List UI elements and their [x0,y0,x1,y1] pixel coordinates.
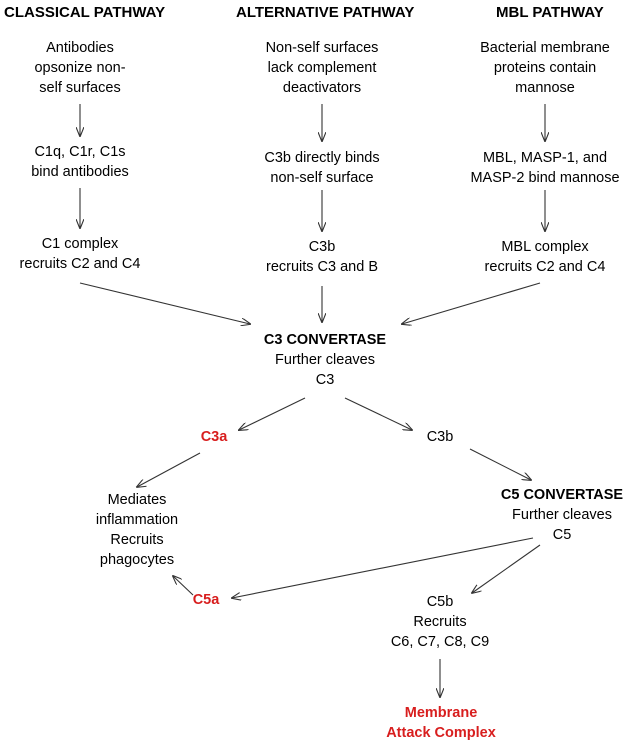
arrow-mbl-to-c3-convertase [402,282,541,324]
c3-convertase-line-1: Further cleaves [275,352,375,368]
mbl-step-2-line-2: MASP-2 bind mannose [470,170,620,186]
mediates-line-1: Mediates [107,492,167,508]
arrow-c5-to-c5a [232,537,534,598]
mediates-inflammation: Mediates inflammation Recruits phagocyte… [96,490,178,570]
mediates-line-4: phagocytes [99,552,175,568]
mediates-line-2: inflammation [95,512,179,528]
classical-step-1-line-2: opsonize non- [34,60,126,76]
mediates-line-3: Recruits [110,532,164,548]
classical-step-3: C1 complex recruits C2 and C4 [20,234,141,274]
alternative-step-2: C3b directly binds non-self surface [264,148,379,188]
membrane-attack-complex: Membrane Attack Complex [386,703,496,743]
c5-convertase-line-1: Further cleaves [512,507,612,523]
alternative-step-3-line-1: C3b [308,239,336,255]
classical-step-3-line-2: recruits C2 and C4 [19,256,141,272]
alternative-step-1: Non-self surfaces lack complement deacti… [266,38,379,98]
classical-step-2-line-2: bind antibodies [31,164,129,180]
classical-step-1: Antibodies opsonize non- self surfaces [34,38,125,98]
c3-convertase-line-2: C3 [315,372,335,388]
classical-step-1-line-1: Antibodies [46,40,114,56]
mbl-step-3: MBL complex recruits C2 and C4 [485,237,606,277]
alternative-pathway-header: ALTERNATIVE PATHWAY [236,4,415,21]
mbl-step-3-line-1: MBL complex [501,239,589,255]
arrow-classical-to-c3-convertase [79,282,250,324]
c5b-line-1: C5b [426,594,454,610]
mbl-pathway-header: MBL PATHWAY [496,4,604,21]
c3a-label: C3a [200,429,228,445]
alternative-step-2-line-1: C3b directly binds [264,150,380,166]
classical-step-1-line-3: self surfaces [39,80,121,96]
arrow-c5-to-c5b [472,544,541,593]
mbl-step-1: Bacterial membrane proteins contain mann… [480,38,610,98]
c3b-label: C3b [426,429,454,445]
classical-step-2-line-1: C1q, C1r, C1s [34,144,126,160]
c5-convertase-title: C5 CONVERTASE [500,487,624,503]
arrow-c3-to-c3b [344,397,412,430]
alternative-step-1-line-3: deactivators [282,80,362,96]
mac-line-2: Attack Complex [386,725,496,741]
arrow-c5a-to-mediates [173,576,194,596]
c5b-line-2: Recruits [413,614,467,630]
alternative-step-1-line-2: lack complement [267,60,377,76]
alternative-step-1-line-1: Non-self surfaces [265,40,379,56]
arrow-c3a-to-mediates [137,452,201,487]
mbl-step-1-line-1: Bacterial membrane [480,40,610,56]
arrow-c3b-to-c5-convertase [469,448,531,480]
classical-pathway-header: CLASSICAL PATHWAY [4,4,166,21]
classical-step-2: C1q, C1r, C1s bind antibodies [31,142,129,182]
mbl-step-1-line-2: proteins contain [493,60,597,76]
c5b-node: C5b Recruits C6, C7, C8, C9 [391,592,489,652]
c5a-label: C5a [192,592,220,608]
c3-convertase-title: C3 CONVERTASE [263,332,387,348]
c5-convertase: C5 CONVERTASE Further cleaves C5 [501,485,623,545]
c5b-line-3: C6, C7, C8, C9 [390,634,490,650]
arrow-c3-to-c3a [239,397,306,430]
c5-convertase-line-2: C5 [552,527,572,543]
alternative-step-3: C3b recruits C3 and B [266,237,378,277]
alternative-step-2-line-2: non-self surface [270,170,374,186]
mbl-step-3-line-2: recruits C2 and C4 [484,259,606,275]
classical-step-3-line-1: C1 complex [41,236,119,252]
alternative-step-3-line-2: recruits C3 and B [265,259,379,275]
mbl-step-2: MBL, MASP-1, and MASP-2 bind mannose [470,148,619,188]
mbl-step-2-line-1: MBL, MASP-1, and [482,150,608,166]
mbl-step-1-line-3: mannose [515,80,575,96]
mac-line-1: Membrane [404,705,478,721]
c3-convertase: C3 CONVERTASE Further cleaves C3 [264,330,386,390]
